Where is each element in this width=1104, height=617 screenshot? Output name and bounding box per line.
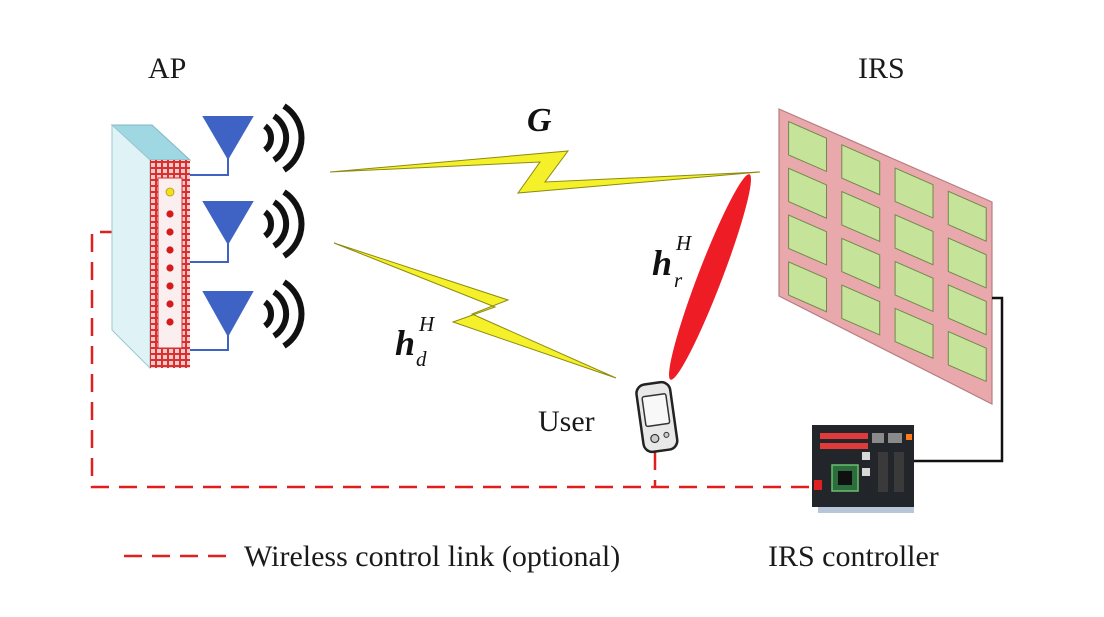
antenna-icon	[190, 201, 254, 263]
irs-controller-wire	[912, 296, 1004, 463]
channel-hr-link	[669, 174, 751, 380]
irs-controller-label: IRS controller	[768, 540, 939, 573]
irs-element	[894, 260, 934, 313]
control-link	[90, 230, 812, 489]
user-label: User	[538, 405, 595, 438]
irs-element	[894, 214, 934, 266]
channel-hr-label: h H r	[652, 231, 693, 292]
irs-label: IRS	[858, 52, 905, 85]
irs-element	[894, 167, 934, 219]
irs-element	[947, 330, 987, 383]
channel-hd-label: h H d	[395, 312, 436, 371]
irs-element-grid	[788, 120, 987, 383]
access-point-icon	[110, 123, 192, 370]
irs-element	[841, 144, 881, 196]
signal-waves-icon	[262, 189, 305, 259]
irs-element	[788, 214, 827, 266]
ap-label: AP	[148, 52, 186, 85]
reflecting-surface-icon	[778, 108, 993, 405]
channel-hr-symbol: h	[652, 243, 672, 283]
irs-element	[947, 237, 987, 289]
irs-element	[947, 190, 987, 242]
ap-power-led	[165, 187, 175, 197]
legend: Wireless control link (optional)	[124, 540, 620, 573]
irs-element	[947, 284, 987, 336]
channel-hd-symbol: h	[395, 323, 415, 363]
channel-hd-subscript: d	[416, 347, 427, 371]
irs-element	[841, 237, 881, 289]
channel-hr-superscript: H	[675, 231, 693, 255]
irs-element	[788, 167, 827, 219]
irs-element	[788, 120, 827, 173]
antenna-icon	[190, 291, 254, 351]
irs-element	[841, 284, 881, 336]
antenna-array	[190, 116, 254, 351]
channel-hd-superscript: H	[418, 312, 436, 336]
irs-element	[894, 307, 934, 359]
control-link-ap-path	[90, 230, 812, 489]
channel-hd-link	[333, 242, 617, 379]
antenna-icon	[190, 116, 254, 176]
irs-element	[841, 190, 881, 243]
legend-label: Wireless control link (optional)	[244, 540, 620, 573]
circuit-board-icon	[812, 425, 914, 513]
mobile-phone-icon	[635, 380, 679, 454]
channel-hr-subscript: r	[674, 268, 683, 292]
channel-g-link	[329, 150, 761, 194]
channel-g-symbol: G	[527, 102, 552, 139]
signal-waves-icon	[262, 103, 305, 173]
irs-element	[788, 261, 827, 313]
signal-waves-icon	[262, 279, 305, 349]
